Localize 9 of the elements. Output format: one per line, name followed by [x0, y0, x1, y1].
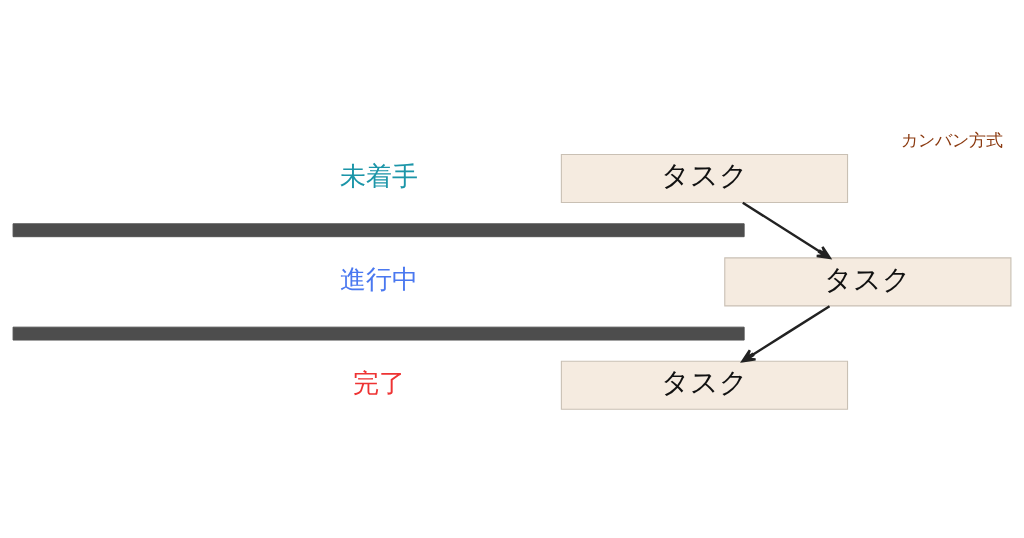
node-box: タスク: [724, 257, 1012, 307]
label: 完了: [352, 367, 405, 398]
node-box: タスク: [560, 360, 849, 410]
label: 進行中: [339, 264, 418, 295]
label: 未着手: [339, 160, 418, 191]
arrow: [741, 305, 831, 363]
node-box: タスク: [560, 154, 849, 204]
diagram-title: カンバン方式: [900, 130, 1003, 150]
arrow: [742, 201, 831, 260]
